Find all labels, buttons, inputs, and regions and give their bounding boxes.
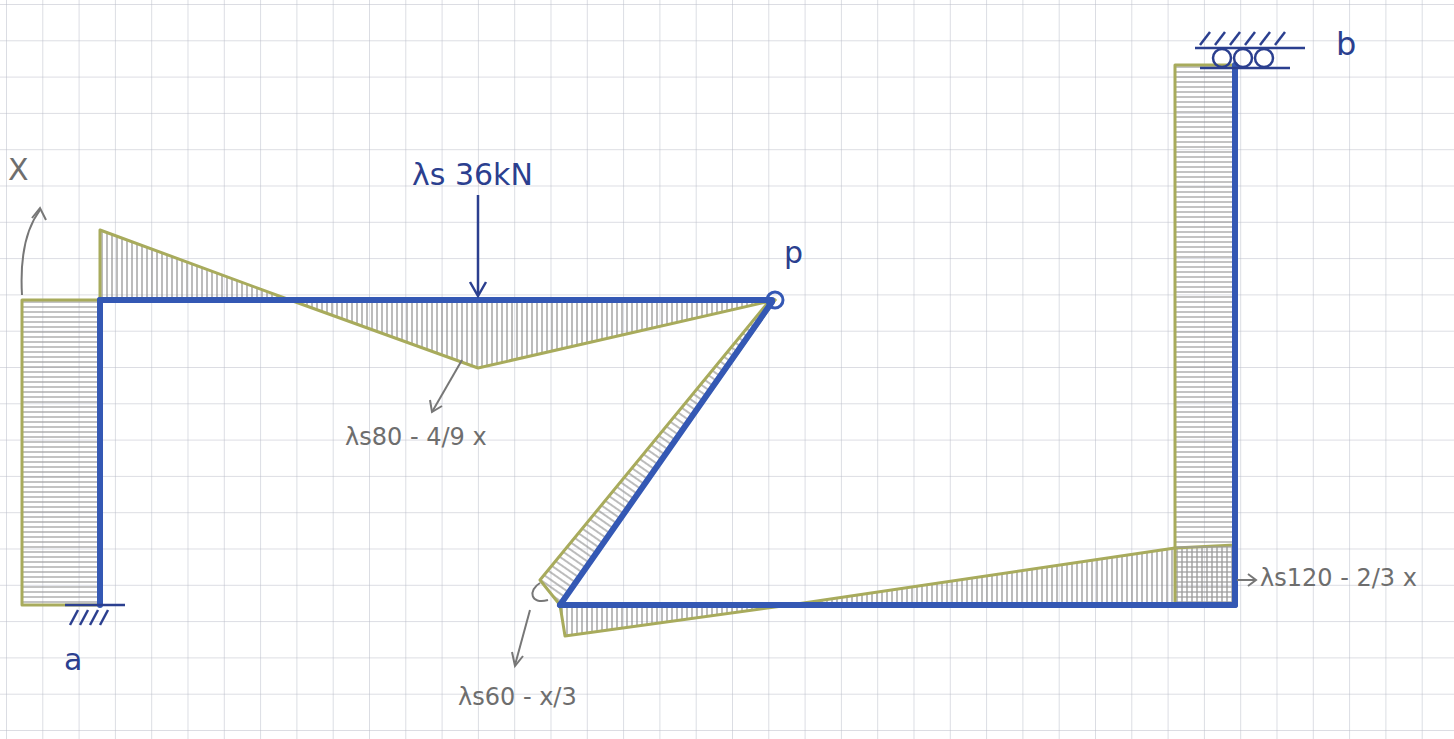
moment-expression: λs80 - 4/9 x xyxy=(345,425,487,449)
moment-diagram xyxy=(22,65,1235,636)
load-arrow xyxy=(470,195,486,296)
fixed-support xyxy=(65,605,125,625)
load-label: λs 36kN xyxy=(412,160,533,190)
leader-line xyxy=(430,360,1256,666)
moment-expression: λs120 - 2/3 x xyxy=(1260,566,1417,590)
frame-members xyxy=(100,65,1235,605)
axis-label: X xyxy=(8,155,29,185)
rotation-arrow xyxy=(22,208,46,295)
moment-expression: λs60 - x/3 xyxy=(458,685,577,709)
support-label: a xyxy=(64,645,82,675)
hinge xyxy=(767,292,783,308)
roller-support xyxy=(1195,32,1305,68)
support-label: b xyxy=(1336,28,1356,60)
node-label: p xyxy=(784,238,803,268)
